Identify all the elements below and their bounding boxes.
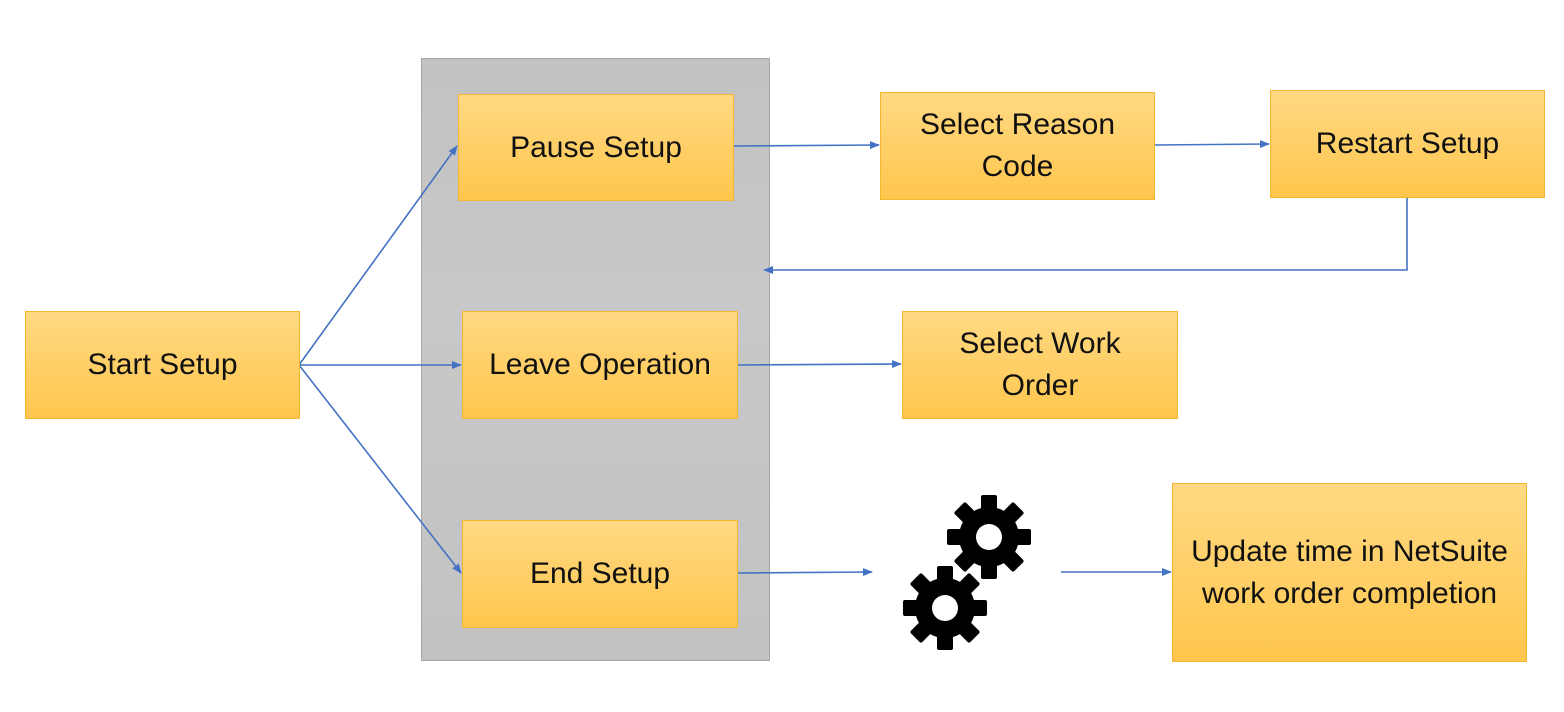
arrow-pause-to-reason — [733, 141, 880, 150]
start-setup-node: Start Setup — [25, 311, 300, 419]
leave-operation-node: Leave Operation — [462, 311, 738, 419]
arrow-start-to-pause — [298, 145, 458, 366]
arrow-end-to-process — [736, 568, 873, 577]
select-work-order-node: Select Work Order — [902, 311, 1178, 419]
pause-setup-node: Pause Setup — [458, 94, 734, 201]
arrow-reason-to-restart — [1154, 140, 1270, 149]
arrow-leave-to-work-order — [736, 360, 902, 369]
gear-large-icon — [947, 495, 1031, 579]
end-setup-node: End Setup — [462, 520, 738, 628]
restart-setup-node: Restart Setup — [1270, 90, 1545, 198]
arrow-start-to-end — [298, 364, 462, 574]
select-reason-code-node: Select Reason Code — [880, 92, 1155, 200]
arrow-restart-loop-back — [763, 198, 1408, 274]
update-netsuite-node: Update time in NetSuite work order compl… — [1172, 483, 1527, 662]
gear-small-icon — [903, 566, 987, 650]
gears-icon — [903, 495, 1031, 650]
